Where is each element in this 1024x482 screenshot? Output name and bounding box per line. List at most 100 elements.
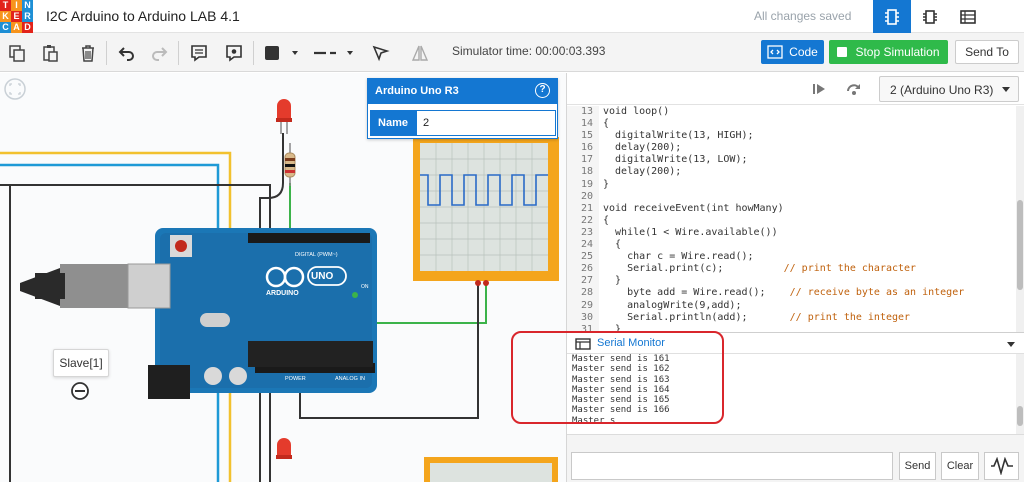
- code-line[interactable]: 27 }: [567, 275, 1017, 288]
- circuit-canvas[interactable]: UNO ARDUINO DIGITAL (PWM~) POWER ANALOG …: [0, 73, 566, 482]
- serial-input[interactable]: [571, 452, 893, 480]
- serial-output-line: Master send is 164: [572, 384, 670, 395]
- serial-send-button[interactable]: Send: [899, 452, 936, 480]
- code-line[interactable]: 23 while(1 < Wire.available()): [567, 226, 1017, 240]
- copy-button[interactable]: [5, 41, 29, 65]
- board-power-label: POWER: [285, 376, 306, 382]
- serial-clear-button[interactable]: Clear: [941, 452, 979, 480]
- serial-output-line: Master send is 165: [572, 395, 670, 406]
- code-line[interactable]: 30 Serial.println(add); // print the int…: [567, 311, 1017, 324]
- code-line[interactable]: 28 byte add = Wire.read(); // receive by…: [567, 287, 1017, 300]
- code-line[interactable]: 19}: [567, 178, 1017, 191]
- device-select[interactable]: 2 (Arduino Uno R3): [879, 76, 1019, 102]
- code-body: }: [603, 178, 610, 190]
- logo-letter: I: [11, 0, 22, 11]
- code-line[interactable]: 25 char c = Wire.read();: [567, 251, 1017, 264]
- code-scrollbar-thumb[interactable]: [1017, 200, 1023, 290]
- code-text: delay(200);: [599, 142, 681, 154]
- code-line[interactable]: 20: [567, 190, 1017, 203]
- line-number: 29: [567, 299, 599, 312]
- serial-input-bar: Send Clear: [567, 434, 1024, 482]
- serial-monitor-header[interactable]: Serial Monitor: [567, 332, 1024, 354]
- code-text: [599, 191, 603, 203]
- notes-button[interactable]: [187, 41, 211, 65]
- black-wire-3: [259, 133, 284, 482]
- paste-button[interactable]: [38, 41, 62, 65]
- arduino-board: [20, 228, 377, 399]
- logo-letter: C: [0, 22, 11, 33]
- line-number: 19: [567, 178, 599, 191]
- serial-monitor-title: Serial Monitor: [597, 337, 665, 349]
- code-line[interactable]: 17 digitalWrite(13, LOW);: [567, 154, 1017, 167]
- code-line[interactable]: 26 Serial.print(c); // print the charact…: [567, 263, 1017, 276]
- serial-scrollbar[interactable]: [1016, 354, 1024, 434]
- rotate-button[interactable]: [368, 41, 392, 65]
- board-uno-label: UNO: [311, 271, 333, 282]
- code-text: void loop(): [599, 106, 669, 118]
- step-icon[interactable]: [811, 81, 827, 97]
- project-title[interactable]: I2C Arduino to Arduino LAB 4.1: [46, 8, 240, 24]
- delete-button[interactable]: [76, 41, 100, 65]
- line-number: 20: [567, 190, 599, 203]
- code-text: {: [599, 215, 609, 227]
- component-list-button[interactable]: [949, 0, 987, 33]
- serial-scrollbar-thumb[interactable]: [1017, 406, 1023, 426]
- step-over-icon[interactable]: [845, 81, 863, 97]
- flip-button[interactable]: [408, 41, 432, 65]
- code-line[interactable]: 29 analogWrite(9,add);: [567, 299, 1017, 312]
- code-button[interactable]: Code: [761, 40, 824, 64]
- stop-simulation-label: Stop Simulation: [855, 45, 940, 59]
- code-body: delay(200);: [603, 142, 682, 154]
- line-number: 22: [567, 214, 599, 227]
- undo-button[interactable]: [114, 41, 138, 65]
- code-body: char c = Wire.read();: [603, 251, 754, 263]
- redo-button[interactable]: [148, 41, 172, 65]
- code-body: byte add = Wire.read();: [603, 287, 790, 299]
- oscilloscope: [413, 137, 559, 286]
- code-line[interactable]: 18 delay(200);: [567, 166, 1017, 179]
- line-number: 16: [567, 142, 599, 155]
- flip-icon: [411, 45, 429, 61]
- code-line[interactable]: 16 delay(200);: [567, 142, 1017, 155]
- notes-visibility-button[interactable]: [222, 41, 246, 65]
- fit-view-icon[interactable]: [4, 78, 26, 100]
- code-body: }: [603, 275, 622, 287]
- line-number: 31: [567, 323, 599, 332]
- code-text: delay(200);: [599, 166, 681, 178]
- schematic-view-button[interactable]: [911, 0, 949, 33]
- name-input[interactable]: 2: [416, 110, 556, 136]
- code-line[interactable]: 14{: [567, 118, 1017, 131]
- line-number: 25: [567, 251, 599, 264]
- code-scrollbar[interactable]: [1016, 106, 1024, 332]
- serial-graph-button[interactable]: [984, 452, 1019, 480]
- logo-letter: E: [11, 11, 22, 22]
- properties-panel: Arduino Uno R3 ? Name 2: [367, 78, 558, 139]
- help-icon[interactable]: ?: [535, 83, 550, 98]
- code-line[interactable]: 31 }: [567, 323, 1017, 332]
- note-icon: [191, 45, 207, 62]
- code-text: }: [599, 275, 621, 287]
- line-number: 13: [567, 106, 599, 119]
- code-line[interactable]: 15 digitalWrite(13, HIGH);: [567, 130, 1017, 143]
- code-panel-header: 2 (Arduino Uno R3): [567, 73, 1024, 105]
- stop-icon: [837, 47, 848, 57]
- code-line[interactable]: 24 {: [567, 239, 1017, 252]
- led-red-bottom: [276, 438, 292, 459]
- line-number: 14: [567, 118, 599, 131]
- circuit-view-button[interactable]: [873, 0, 911, 33]
- code-text: byte add = Wire.read(); // receive byte …: [599, 287, 964, 299]
- serial-output-line: Master send is 161: [572, 354, 670, 364]
- stop-simulation-button[interactable]: Stop Simulation: [829, 40, 948, 64]
- color-picker-button[interactable]: [262, 41, 304, 65]
- code-text: char c = Wire.read();: [599, 251, 754, 263]
- collapse-icon[interactable]: [1007, 342, 1015, 348]
- code-line[interactable]: 22{: [567, 214, 1017, 227]
- send-to-button[interactable]: Send To: [955, 40, 1019, 64]
- wire-style-button[interactable]: [311, 41, 359, 65]
